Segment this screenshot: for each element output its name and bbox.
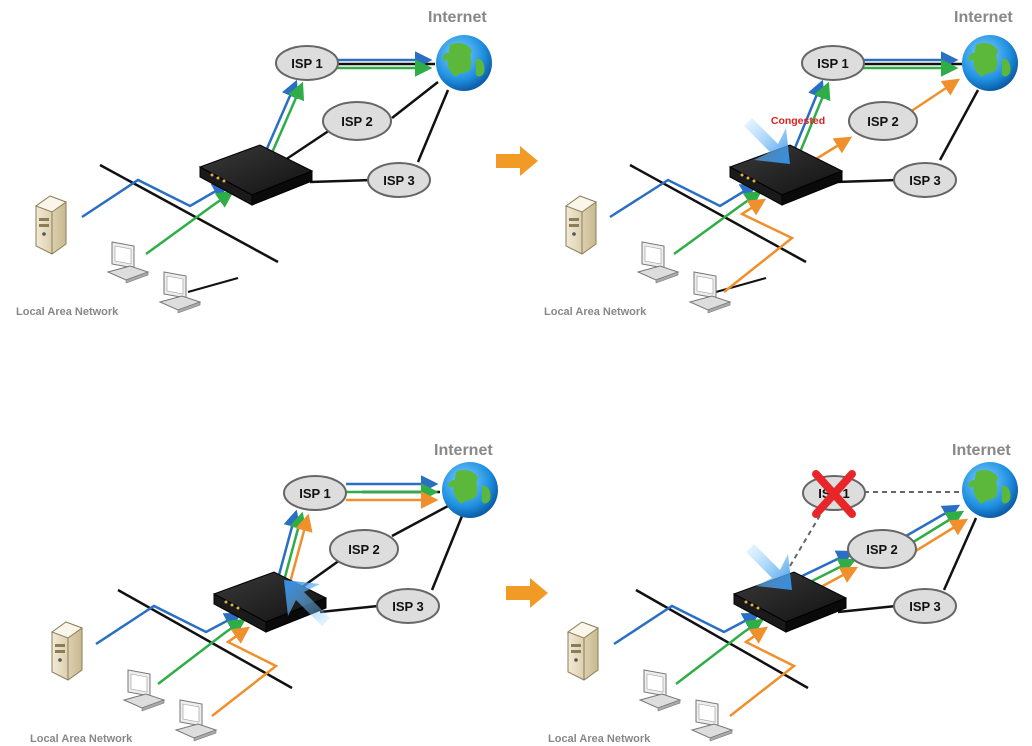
isp-label: ISP 3 [909, 173, 941, 188]
lan-label: Local Area Network [16, 306, 119, 318]
congested-label: Congested [771, 115, 825, 127]
isp-node: ISP 3 [893, 162, 957, 198]
isp-label: ISP 2 [341, 114, 373, 129]
globe-icon [436, 35, 492, 91]
isp-node: ISP 3 [893, 588, 957, 624]
isp-label: ISP 1 [817, 56, 849, 71]
isp-label: ISP 2 [348, 542, 380, 557]
isp-label: ISP 3 [392, 599, 424, 614]
server-icon [51, 621, 83, 681]
desktop-icon [175, 699, 217, 742]
globe-icon [442, 462, 498, 518]
isp-node: ISP 3 [376, 588, 440, 624]
isp-label: ISP 3 [909, 599, 941, 614]
desktop-icon [159, 271, 201, 314]
lan-label: Local Area Network [544, 306, 647, 318]
panel-1: ISP 1 ISP 2 ISP 3 Internet Local Area Ne… [16, 9, 492, 318]
server-icon [567, 621, 599, 681]
globe-icon [962, 462, 1018, 518]
lan-label: Local Area Network [30, 733, 133, 745]
globe-icon [962, 35, 1018, 91]
desktop-icon [689, 271, 731, 314]
isp-label: ISP 2 [867, 114, 899, 129]
isp-node: ISP 1 [801, 45, 865, 81]
isp-node: ISP 2 [322, 101, 392, 141]
isp-node: ISP 1 [275, 45, 339, 81]
server-icon [35, 195, 67, 255]
isp-label: ISP 1 [299, 486, 331, 501]
step-arrow-icon [496, 146, 538, 176]
lan-label: Local Area Network [548, 733, 651, 745]
panel-4: ISP 1 ISP 2 ISP 3 Internet Local Area Ne… [548, 442, 1018, 745]
internet-label: Internet [434, 442, 493, 459]
desktop-icon [107, 241, 149, 284]
isp-label: ISP 2 [866, 542, 898, 557]
isp-label: ISP 1 [291, 56, 323, 71]
internet-label: Internet [954, 9, 1013, 26]
isp-node: ISP 2 [848, 101, 918, 141]
panel-3: ISP 1 ISP 2 ISP 3 Internet Local Area Ne… [30, 442, 498, 745]
isp-label: ISP 3 [383, 173, 415, 188]
isp-node: ISP 3 [367, 162, 431, 198]
panel-2: ISP 1 ISP 2 ISP 3 Congested Internet Loc… [544, 9, 1018, 318]
desktop-icon [637, 241, 679, 284]
desktop-icon [123, 669, 165, 712]
step-arrow-icon [506, 578, 548, 608]
internet-label: Internet [952, 442, 1011, 459]
desktop-icon [691, 699, 733, 742]
isp-node: ISP 1 [283, 475, 347, 511]
isp-node: ISP 2 [847, 529, 917, 569]
isp-node: ISP 2 [329, 529, 399, 569]
x-mark-icon [812, 470, 856, 518]
desktop-icon [639, 669, 681, 712]
pointer-arrow-icon [746, 544, 792, 590]
internet-label: Internet [428, 9, 487, 26]
server-icon [565, 195, 597, 255]
